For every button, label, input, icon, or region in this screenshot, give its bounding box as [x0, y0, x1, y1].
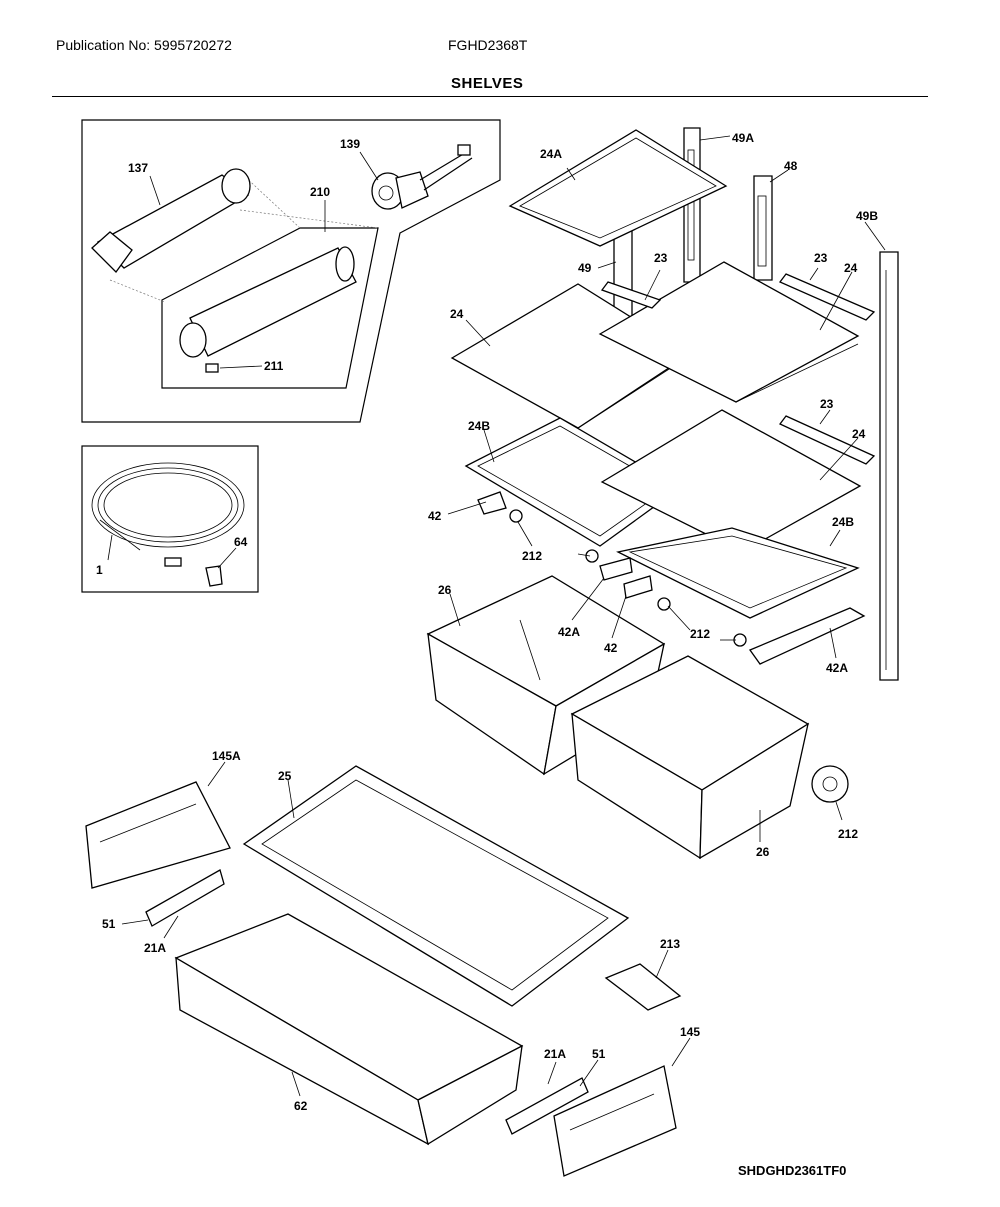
part-42-bracket-a — [477, 491, 507, 515]
callout-213: 213 — [660, 937, 680, 951]
callout-137: 137 — [128, 161, 148, 175]
part-23-trim-b — [778, 273, 876, 321]
callout-21A-b: 21A — [544, 1047, 566, 1061]
page-title: SHELVES — [451, 75, 524, 92]
part-24A-shelf — [508, 129, 728, 247]
callout-42A-a: 42A — [558, 625, 580, 639]
part-51-slide-a — [145, 869, 225, 927]
part-212-roller-detail — [811, 765, 849, 803]
callout-212-a: 212 — [522, 549, 542, 563]
callout-21A-a: 21A — [144, 941, 166, 955]
part-210-filter-housing — [179, 246, 357, 358]
part-212-roller-b — [585, 549, 599, 563]
part-49B-rail — [879, 251, 899, 681]
diagram-code: SHDGHD2361TF0 — [738, 1163, 847, 1178]
callout-24-c: 24 — [852, 427, 866, 441]
part-145A-support — [85, 781, 231, 889]
part-62-pantry-drawer — [174, 913, 524, 1146]
part-26-crisper-right — [570, 655, 810, 860]
part-25-crisper-cover — [242, 765, 630, 1007]
callout-24A: 24A — [540, 147, 562, 161]
callout-23-b: 23 — [814, 251, 828, 265]
callout-212-b: 212 — [690, 627, 710, 641]
callout-49A: 49A — [732, 131, 754, 145]
part-23-trim-c — [778, 415, 876, 465]
callout-139: 139 — [340, 137, 360, 151]
part-24-shelf-upper-right — [598, 261, 860, 403]
callout-24-a: 24 — [844, 261, 858, 275]
model-number: FGHD2368T — [448, 37, 528, 53]
part-213-clip — [604, 963, 682, 1011]
callout-145A: 145A — [212, 749, 241, 763]
callout-49: 49 — [578, 261, 592, 275]
callout-26-b: 26 — [756, 845, 770, 859]
leader-lines — [107, 135, 886, 1097]
callout-48: 48 — [784, 159, 798, 173]
callout-51-a: 51 — [102, 917, 116, 931]
callout-51-b: 51 — [592, 1047, 606, 1061]
part-212-roller-c — [657, 597, 671, 611]
callout-23-c: 23 — [820, 397, 834, 411]
part-24-shelf-lower-right — [600, 409, 862, 553]
header-divider — [52, 96, 928, 97]
part-24B-shelf-right — [616, 527, 860, 619]
callout-64: 64 — [234, 535, 248, 549]
part-145-support — [553, 1065, 677, 1177]
callout-25: 25 — [278, 769, 292, 783]
callout-26-a: 26 — [438, 583, 452, 597]
part-212-roller-a — [509, 509, 523, 523]
callout-labels: 137 139 210 211 24A 49A 48 49B 49 23 23 … — [96, 131, 878, 1113]
part-51-slide-b — [505, 1077, 589, 1135]
part-211-clip — [205, 363, 219, 373]
callout-145: 145 — [680, 1025, 700, 1039]
part-42-bracket-b — [623, 575, 653, 599]
callout-23-a: 23 — [654, 251, 668, 265]
part-42A-bracket-a — [599, 557, 633, 581]
callout-24B-a: 24B — [468, 419, 490, 433]
callout-1: 1 — [96, 563, 103, 577]
part-42A-bracket-b — [748, 607, 866, 665]
callout-24B-b: 24B — [832, 515, 854, 529]
callout-42-a: 42 — [428, 509, 442, 523]
part-137-filter-cartridge — [91, 168, 251, 273]
callout-62: 62 — [294, 1099, 308, 1113]
tubing-inset — [81, 445, 259, 593]
callout-24-b: 24 — [450, 307, 464, 321]
part-139-filter-bypass — [371, 144, 473, 210]
callout-212-c: 212 — [838, 827, 858, 841]
part-48-rail — [753, 175, 773, 281]
part-23-trim-a — [600, 281, 662, 309]
callout-211: 211 — [264, 359, 284, 373]
callout-42-b: 42 — [604, 641, 618, 655]
callout-42A-b: 42A — [826, 661, 848, 675]
callout-210: 210 — [310, 185, 330, 199]
callout-49B: 49B — [856, 209, 878, 223]
publication-number: Publication No: 5995720272 — [56, 37, 232, 53]
